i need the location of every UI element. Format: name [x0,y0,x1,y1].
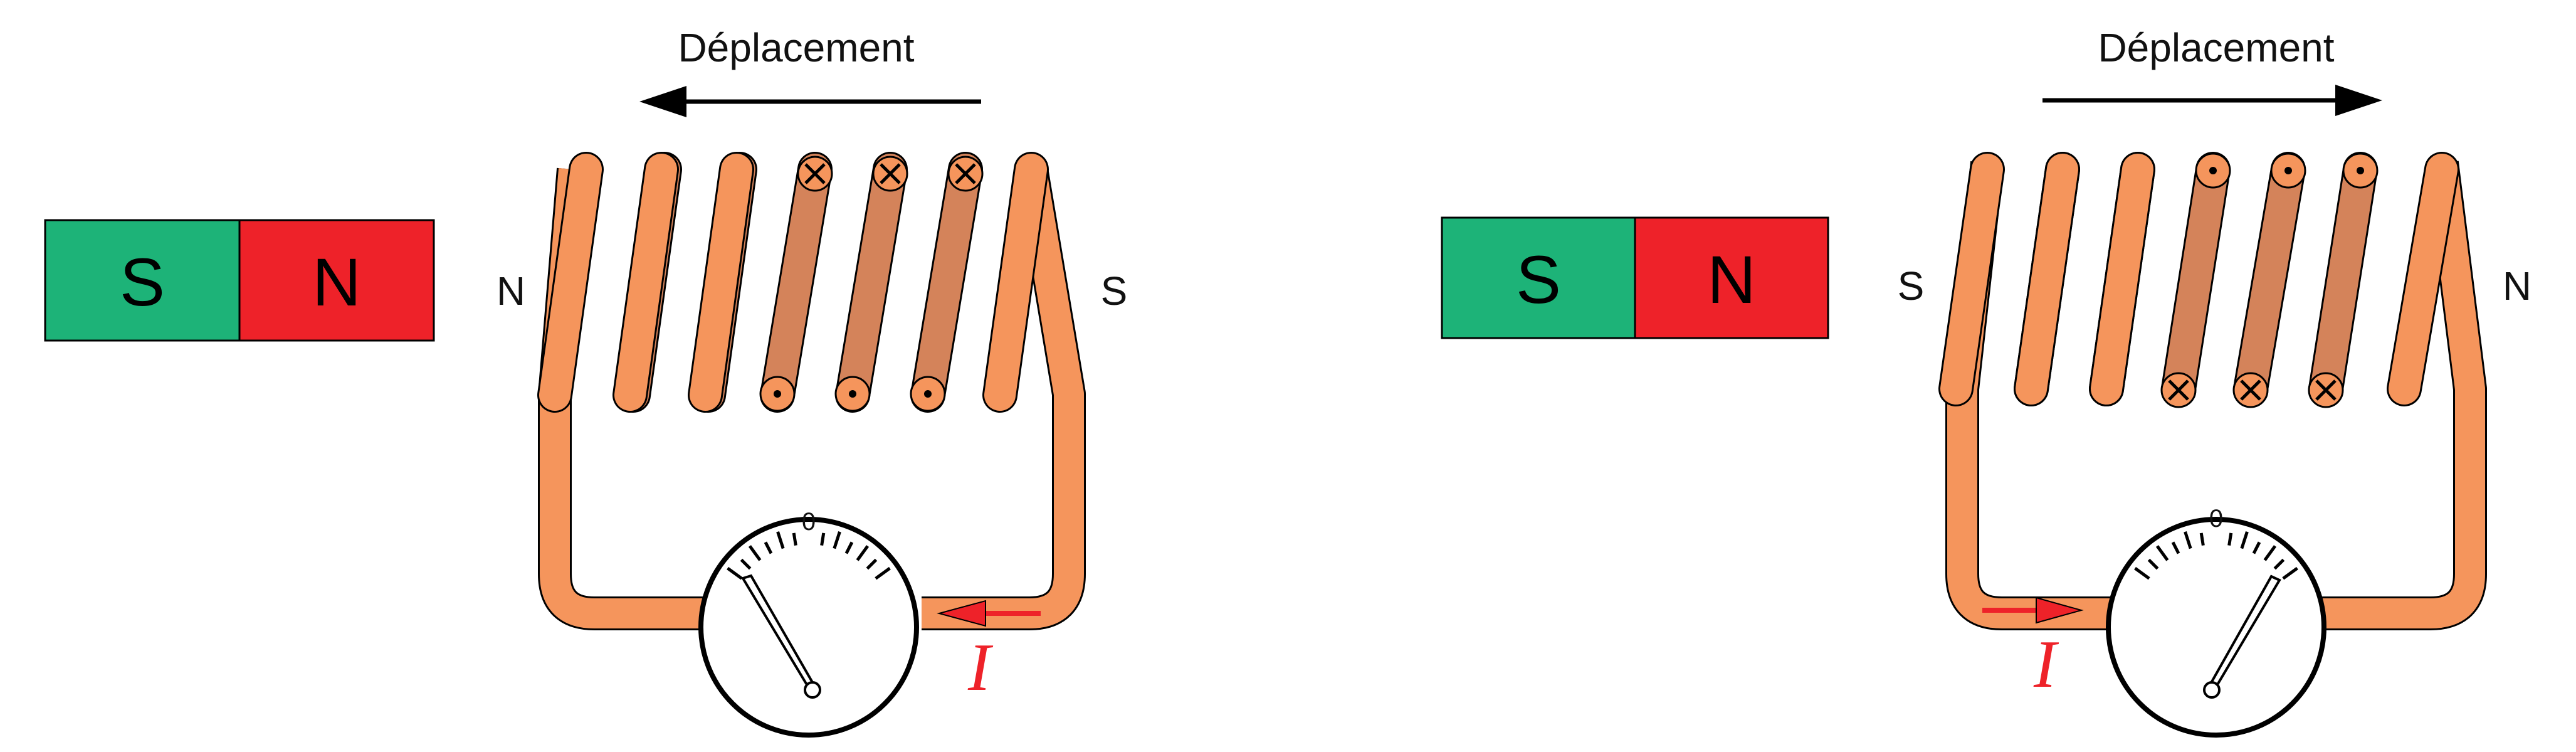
dial-zero-label: 0 [802,508,816,536]
dial-tick [2263,545,2277,561]
dial-tick [833,531,841,549]
coil-pole-right-label: N [2503,263,2531,309]
galvanometer-dial [698,517,919,738]
current-markers-top [2195,152,2379,189]
dial-tick [2171,541,2180,554]
bar-magnet: S N [44,219,435,342]
current-into-page-marker [2308,372,2344,408]
movement-label: Déplacement [678,25,914,70]
current-label: I [967,630,994,705]
coil-front-strands [1938,152,2459,406]
galvanometer: 0 [2106,505,2326,738]
galvanometer: 0 [698,508,919,738]
current-out-of-page-marker [2342,152,2379,189]
current-into-page-marker [2232,372,2269,408]
current-arrow [1982,596,2084,624]
movement-arrow [2042,85,2382,116]
current-markers-top [797,156,984,192]
magnet-north-pole [238,219,435,342]
dial-tick [740,558,752,570]
dial-ticks [2134,531,2298,580]
dial-ticks [727,531,891,580]
magnet-south-pole [1441,216,1636,339]
dial-tick [727,566,743,580]
magnet-south-label: S [120,244,165,320]
magnet-south-label: S [1516,241,1561,317]
dial-tick [875,566,891,580]
scene-left: Déplacement S N N S [44,25,1128,738]
dial-zero-label: 0 [2209,505,2223,532]
coil-front-strands [537,152,1049,413]
current-out-of-page-marker [834,376,871,412]
dial-tick [792,532,797,546]
movement-arrow [639,86,981,117]
circuit-wire [1945,161,2487,630]
coil-pole-left-label: S [1898,263,1925,309]
current-into-page-marker [872,156,908,192]
galvanometer-dial [2106,517,2326,738]
dial-tick [748,545,762,561]
dial-tick [2273,558,2285,570]
galvanometer-needle [2203,575,2281,699]
dial-tick [2184,531,2192,549]
bar-magnet: S N [1441,216,1829,339]
dial-tick [2147,558,2159,570]
dial-tick [866,558,878,570]
scene-right: Déplacement S N S N [1441,25,2531,738]
dial-tick [2155,545,2169,561]
current-out-of-page-marker [2195,152,2231,189]
galvanometer-needle [740,574,821,699]
dial-tick [856,545,870,561]
coil-back-strands [2014,152,2378,406]
magnet-north-pole [1634,216,1829,339]
movement-label: Déplacement [2098,25,2334,70]
dial-tick [2252,541,2261,554]
dial-tick [820,532,826,546]
current-into-page-marker [797,156,833,192]
dial-tick [776,531,785,549]
current-arrow [937,600,1041,627]
current-out-of-page-marker [2270,152,2306,189]
dial-tick [2282,566,2298,580]
magnet-south-pole [44,219,241,342]
magnet-north-label: N [312,244,361,320]
dial-tick [2240,531,2249,549]
current-out-of-page-marker [759,376,796,412]
dial-tick [844,541,854,554]
current-into-page-marker [947,156,984,192]
coil-pole-left-label: N [497,268,525,314]
coil-pole-right-label: S [1101,268,1128,314]
current-into-page-marker [2160,372,2197,408]
current-markers-bottom [2160,372,2344,408]
dial-tick [2199,532,2205,546]
magnet-north-label: N [1707,241,1756,317]
dial-tick [2134,566,2150,580]
coil-back-strands [616,152,983,413]
dial-tick [2227,532,2233,546]
current-label: I [2033,627,2059,702]
current-markers-bottom [759,376,946,412]
dial-tick [764,541,773,554]
current-out-of-page-marker [910,376,946,412]
